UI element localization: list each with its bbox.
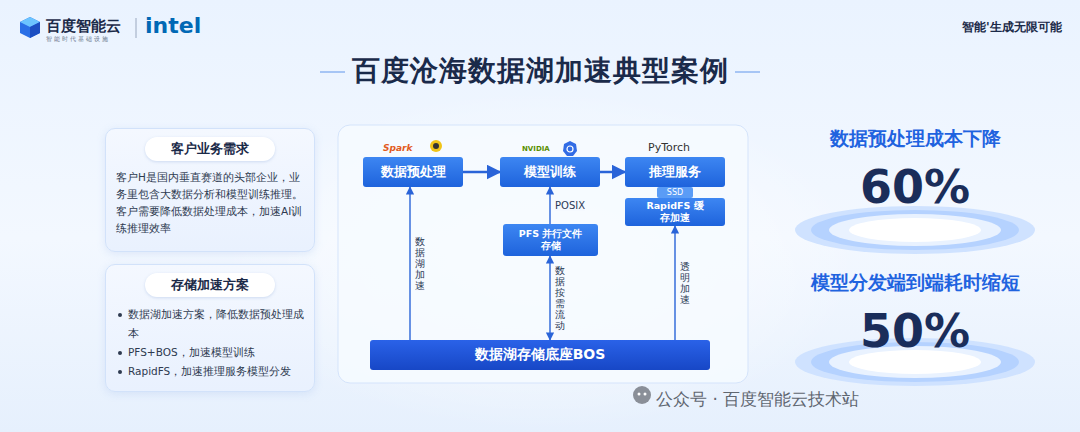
text-label: PyTorch [648, 141, 690, 154]
connector-arrow [409, 187, 410, 340]
text-label: Spark [383, 143, 412, 153]
stat-number: 50% [860, 306, 970, 356]
connector-arrow [549, 187, 550, 224]
edge-label: 数据湖加速 [415, 236, 425, 291]
process-box: SSD [657, 187, 693, 198]
bullet-dot [118, 351, 122, 355]
edge-label: POSIX [555, 200, 585, 211]
panel-heading: 存储加速方案 [145, 273, 275, 297]
process-box: 模型训练 [500, 157, 600, 187]
process-box: PFS 并行文件存储 [503, 224, 598, 256]
stat-heading: 数据预处理成本下降 [830, 126, 1001, 152]
stat-callout: 模型分发端到端耗时缩短 50% [785, 270, 1045, 388]
connector-arrow [549, 256, 550, 340]
process-box: 数据预处理 [363, 157, 463, 187]
box-label: 推理服务 [649, 163, 701, 181]
edge-label: 透明加速 [680, 261, 690, 305]
bullet-dot [118, 313, 122, 317]
bullet-item: 数据湖加速方案，降低数据预处理成本 [116, 305, 304, 343]
text-label: intel [145, 13, 201, 38]
info-panel: 客户业务需求客户H是国内垂直赛道的头部企业，业务里包含大数据分析和模型训练推理。… [105, 128, 315, 252]
box-label: 数据湖存储底座BOS [475, 346, 606, 364]
text-label: 公众号 · 百度智能云技术站 [656, 388, 859, 411]
text-label: NVIDIA [522, 145, 550, 153]
stat-number: 60% [860, 162, 970, 212]
box-label: PFS 并行文件存储 [519, 228, 583, 252]
diagram-title: 百度沧海数据湖加速典型案例 [0, 52, 1080, 90]
panel-body: 客户H是国内垂直赛道的头部企业，业务里包含大数据分析和模型训练推理。 客户需要降… [116, 169, 304, 237]
box-label: 数据预处理 [381, 163, 446, 181]
stat-heading: 模型分发端到端耗时缩短 [811, 270, 1020, 296]
connector-arrow [463, 171, 500, 174]
box-label: SSD [667, 188, 683, 197]
panel-heading: 客户业务需求 [145, 137, 275, 161]
bullet-dot [118, 370, 122, 374]
text-label: 智能'生成无限可能 [962, 19, 1062, 36]
text-label: 智能时代基础设施 [46, 35, 110, 44]
stat-callout: 数据预处理成本下降 60% [785, 126, 1045, 256]
connector-arrow [600, 171, 625, 174]
edge-label: 数据按需流动 [555, 265, 565, 331]
info-panel: 存储加速方案数据湖加速方案，降低数据预处理成本PFS+BOS，加速模型训练Rap… [105, 264, 315, 392]
connector-arrow [674, 226, 675, 340]
process-box: 推理服务 [625, 157, 725, 187]
process-box: 数据湖存储底座BOS [370, 340, 710, 370]
box-label: RapidFS 缓存加速 [643, 200, 707, 224]
process-box: RapidFS 缓存加速 [625, 198, 725, 226]
bullet-item: PFS+BOS，加速模型训练 [116, 343, 304, 362]
box-label: 模型训练 [524, 163, 576, 181]
text-label: 百度智能云 [46, 17, 121, 36]
bullet-item: RapidFS，加速推理服务模型分发 [116, 362, 304, 381]
